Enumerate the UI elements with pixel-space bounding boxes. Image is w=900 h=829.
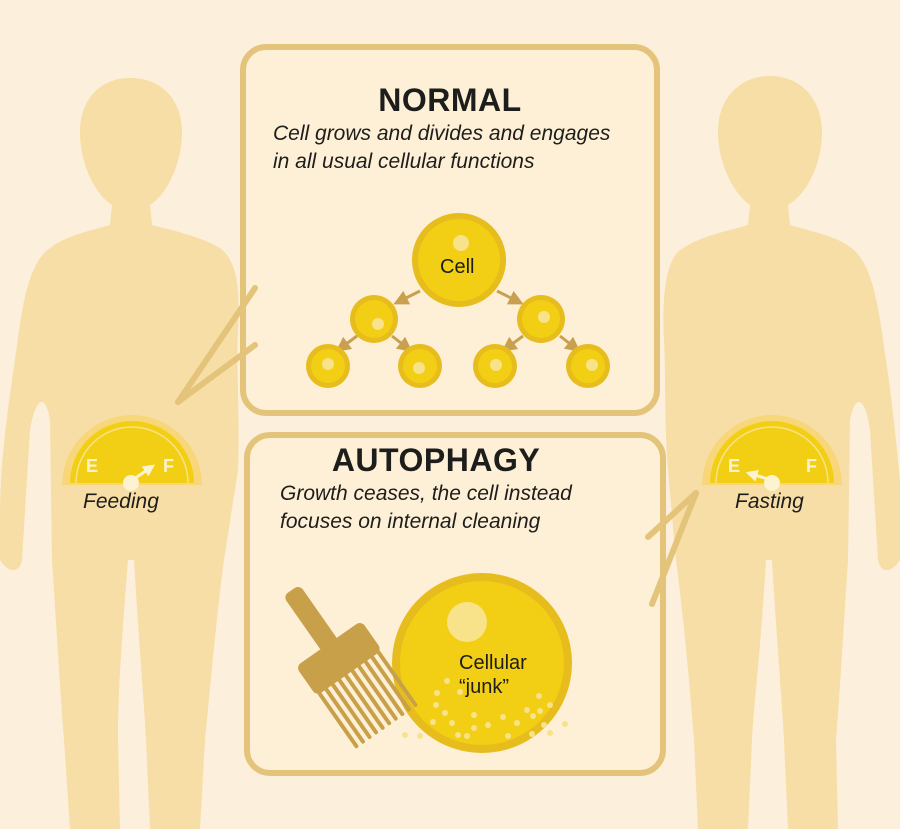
- cellular-junk-label: Cellular “junk”: [459, 651, 527, 699]
- granddaughter-cell-3: [473, 344, 517, 388]
- gauge-needle: [133, 464, 155, 481]
- autophagy-speech-tail: [645, 490, 699, 607]
- feeding-caption: Feeding: [83, 490, 159, 513]
- fuel-gauge-empty: [702, 415, 842, 491]
- fasting-caption: Fasting: [735, 490, 804, 513]
- root-cell: [412, 213, 506, 307]
- autophagy-description: Growth ceases, the cell instead focuses …: [280, 480, 572, 536]
- autophagy-description-line1: Growth ceases, the cell instead: [280, 482, 572, 505]
- normal-description-line2: in all usual cellular functions: [273, 150, 535, 173]
- gauge-full-letter: F: [163, 456, 174, 476]
- autophagy-title: AUTOPHAGY: [331, 442, 541, 478]
- autophagy-cell: [392, 573, 572, 753]
- gauge-empty-letter: E: [728, 456, 741, 476]
- daughter-cell-right: [517, 295, 565, 343]
- daughter-cell-left: [350, 295, 398, 343]
- normal-speech-tail: [175, 285, 258, 405]
- autophagy-description-line2: focuses on internal cleaning: [280, 510, 541, 533]
- fuel-gauge-full: [62, 415, 202, 491]
- gauge-needle: [745, 470, 769, 482]
- normal-description-line1: Cell grows and divides and engages: [273, 122, 611, 145]
- gauge-full-letter: F: [806, 456, 817, 476]
- root-cell-label: Cell: [440, 256, 475, 278]
- division-arrows: [335, 289, 581, 352]
- cleaning-brush-icon: [285, 586, 418, 749]
- cellular-junk-label-line1: Cellular: [459, 652, 527, 674]
- granddaughter-cell-1: [306, 344, 350, 388]
- granddaughter-cell-4: [566, 344, 610, 388]
- cellular-junk-particles: [402, 678, 568, 739]
- normal-title: NORMAL: [378, 82, 522, 118]
- cellular-junk-label-line2: “junk”: [459, 676, 510, 698]
- normal-description: Cell grows and divides and engages in al…: [273, 120, 610, 176]
- granddaughter-cell-2: [398, 344, 442, 388]
- cell-division-diagram: [306, 213, 610, 388]
- gauge-empty-letter: E: [86, 456, 99, 476]
